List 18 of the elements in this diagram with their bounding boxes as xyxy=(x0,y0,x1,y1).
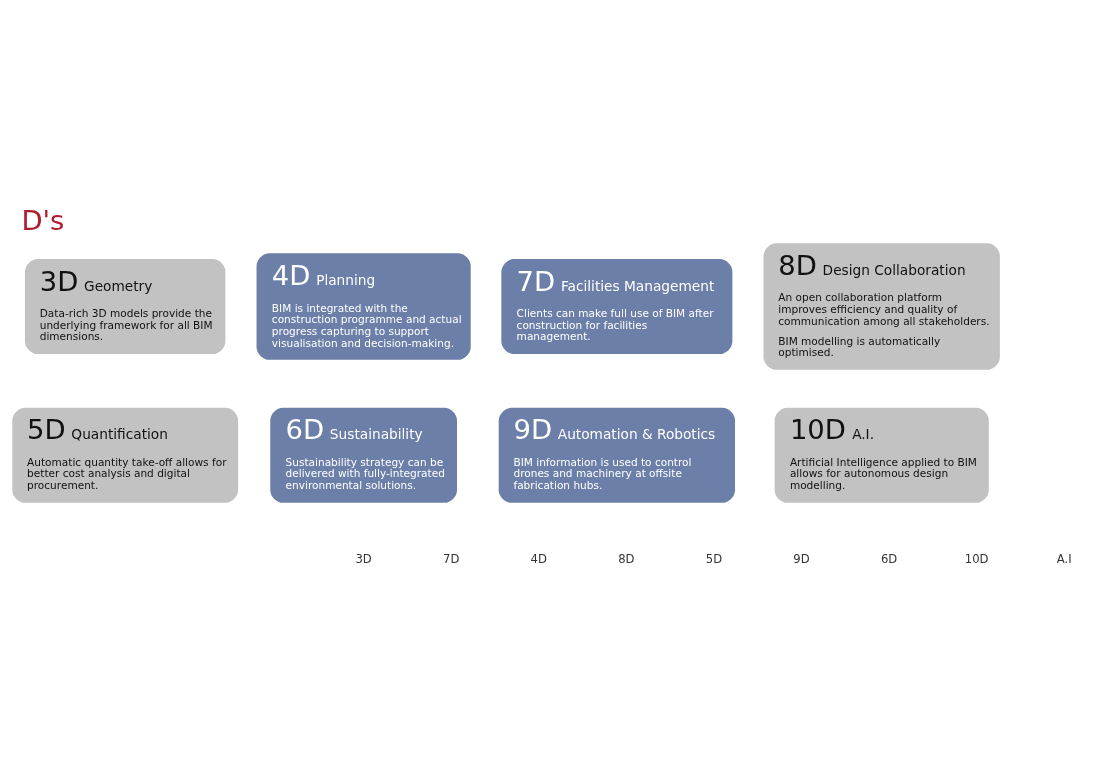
node-box: 8D Design Collaboration An open collaboration platform improves efficiency and quality of communication among all stakeholders. BIM modelling is automatically optimised. xyxy=(763,242,1000,370)
node-box: 4D Planning BIM is integrated with the construction programme and actual progress capturing to support visualisation and decision-making. xyxy=(256,252,471,360)
node-box: 5D Quantification Automatic quantity take-off allows for better cost analysis and digital procurement. xyxy=(12,407,239,503)
label: 8D xyxy=(618,551,635,566)
label: A.I xyxy=(1056,551,1072,566)
label: 3D xyxy=(355,551,372,566)
label: 7D xyxy=(443,551,460,566)
label: 5D xyxy=(705,551,723,566)
node-box: 10D A.I. Artificial Intelligence applied to BIM allows for autonomous design modelling. xyxy=(774,407,989,503)
label: 9D xyxy=(793,551,810,566)
diagram-title: D's xyxy=(21,204,65,236)
label: 6D xyxy=(880,551,898,566)
label: 10D xyxy=(964,551,989,566)
node-box: 7D Facilities Management Clients can make full use of BIM after construction for facilities management. xyxy=(501,258,733,354)
node-box: 9D Automation & Robotics BIM information is used to control drones and machinery at offsite fabrication hubs. xyxy=(498,407,736,503)
node-box: 3D Geometry Data-rich 3D models provide the underlying framework for all BIM dimensions. xyxy=(24,258,226,354)
label: 4D xyxy=(530,551,547,566)
node-box: 6D Sustainability Sustainability strategy can be delivered with fully-integrated environmental solutions. xyxy=(270,407,457,503)
